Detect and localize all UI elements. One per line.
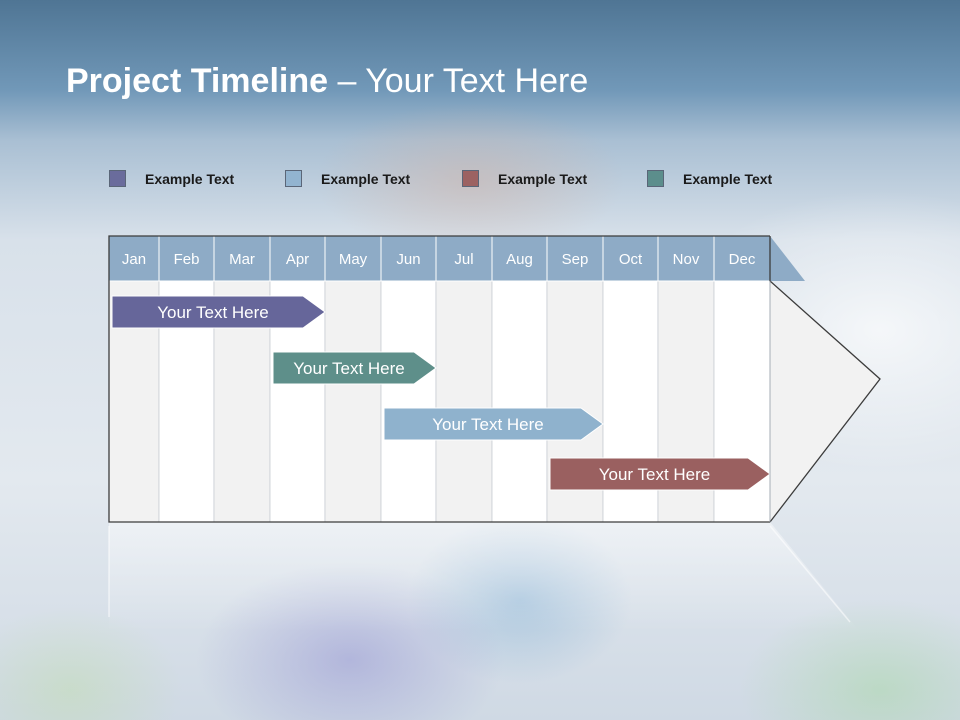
month-label-aug: Aug [506, 251, 533, 268]
arrow-head-header [770, 236, 805, 281]
legend-label-4: Example Text [683, 170, 773, 187]
outline-head [769, 236, 881, 523]
month-label-oct: Oct [619, 251, 643, 268]
title-rest: – Your Text Here [328, 62, 589, 100]
task-bar-label-2: Your Text Here [293, 359, 405, 378]
month-header-sep [546, 235, 604, 282]
outline-body [108, 235, 770, 523]
task-bar-label-1: Your Text Here [157, 303, 269, 322]
legend: Example Text Example Text Example Text E… [0, 170, 960, 194]
month-band-aug [491, 280, 548, 523]
task-bar-label-4: Your Text Here [599, 465, 711, 484]
month-header-may [324, 235, 382, 282]
timeline-reflection [108, 522, 860, 632]
legend-label-2: Example Text [321, 170, 411, 187]
arrow-head-fill [770, 281, 880, 522]
title-bold: Project Timeline [66, 62, 329, 100]
month-header-mar [213, 235, 271, 282]
month-label-feb: Feb [174, 251, 200, 268]
month-label-jun: Jun [396, 251, 420, 268]
month-header-jul [435, 235, 493, 282]
month-label-dec: Dec [729, 251, 756, 268]
legend-label-3: Example Text [498, 170, 588, 187]
month-header-oct [602, 235, 659, 282]
task-bar-1 [111, 295, 326, 329]
reflection-edge-right [769, 525, 851, 623]
task-bar-label-3: Your Text Here [432, 415, 544, 434]
task-bar-2 [272, 351, 437, 385]
month-header-aug [491, 235, 548, 282]
reflection-fill [109, 522, 860, 632]
month-header-jun [380, 235, 437, 282]
timeline-outline [108, 235, 881, 523]
month-label-jan: Jan [122, 251, 146, 268]
legend-swatch-2 [285, 170, 302, 187]
legend-item-3: Example Text [462, 170, 587, 187]
month-label-may: May [339, 251, 368, 268]
legend-item-4: Example Text [647, 170, 772, 187]
legend-item-1: Example Text [109, 170, 234, 187]
task-bar-3 [383, 407, 604, 441]
month-band-jul [435, 280, 493, 523]
month-header-apr [269, 235, 326, 282]
legend-swatch-1 [109, 170, 126, 187]
month-header-row: Jan Feb Mar Apr May Jun Jul Aug Sep Oct Nov Dec [108, 235, 771, 282]
month-label-sep: Sep [562, 251, 589, 268]
month-label-apr: Apr [286, 251, 309, 268]
month-label-mar: Mar [229, 251, 255, 268]
month-header-jan [108, 235, 160, 282]
month-label-nov: Nov [673, 251, 700, 268]
slide-title: Project Timeline – Your Text Here [66, 60, 588, 102]
month-label-jul: Jul [454, 251, 473, 268]
legend-item-2: Example Text [285, 170, 410, 187]
legend-swatch-3 [462, 170, 479, 187]
legend-label-1: Example Text [145, 170, 235, 187]
month-band-may [324, 280, 382, 523]
legend-swatch-4 [647, 170, 664, 187]
month-band-jun [380, 280, 437, 523]
task-bar-4 [549, 457, 771, 491]
